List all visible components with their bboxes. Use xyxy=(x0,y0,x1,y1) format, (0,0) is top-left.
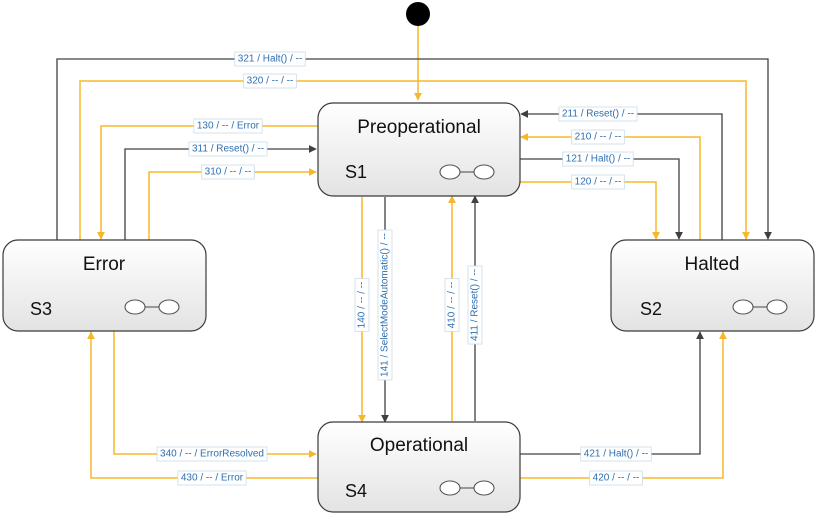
transition-label-310: 310 / -- / -- xyxy=(201,164,255,180)
transition-label-text: 411 / Reset() / -- xyxy=(470,269,481,341)
transition-label-text: 410 / -- / -- xyxy=(447,282,458,329)
transition-label-text: 321 / Halt() / -- xyxy=(238,54,302,65)
transition-label-text: 310 / -- / -- xyxy=(205,167,252,178)
state-id: S4 xyxy=(345,481,367,501)
transition-label-430: 430 / -- / Error xyxy=(177,470,247,486)
transition-label-140: 140 / -- / -- xyxy=(354,278,370,332)
transition-label-321: 321 / Halt() / -- xyxy=(234,51,306,67)
composite-state-icon xyxy=(439,164,495,180)
transition-421-line xyxy=(520,331,704,455)
state-preoperational[interactable]: Preoperational S1 xyxy=(317,102,521,197)
transition-label-text: 120 / -- / -- xyxy=(575,177,622,188)
transition-420-line xyxy=(520,331,727,479)
transition-120-line xyxy=(520,181,660,240)
composite-state-icon xyxy=(732,299,788,315)
transition-label-text: 121 / Halt() / -- xyxy=(566,154,630,165)
transition-label-text: 311 / Reset() / -- xyxy=(192,144,264,155)
transition-label-text: 320 / -- / -- xyxy=(247,76,294,87)
transition-label-410: 410 / -- / -- xyxy=(444,278,460,332)
transition-label-text: 421 / Halt() / -- xyxy=(584,449,648,460)
transition-321-line xyxy=(56,58,772,240)
state-name: Error xyxy=(83,254,126,275)
transition-311-line xyxy=(124,145,317,240)
state-name: Operational xyxy=(370,435,468,456)
transition-label-text: 130 / -- / Error xyxy=(197,121,260,132)
transition-label-411: 411 / Reset() / -- xyxy=(467,265,483,345)
transition-label-120: 120 / -- / -- xyxy=(571,174,625,190)
composite-state-icon xyxy=(439,480,495,496)
state-id: S3 xyxy=(30,299,52,319)
transition-label-text: 340 / -- / ErrorResolved xyxy=(160,449,264,460)
state-halted[interactable]: Halted S2 xyxy=(610,239,815,332)
transition-label-text: 420 / -- / -- xyxy=(593,473,640,484)
transition-310-line xyxy=(148,168,317,240)
transition-label-text: 211 / Reset() / -- xyxy=(562,109,634,120)
transition-label-420: 420 / -- / -- xyxy=(589,470,643,486)
transition-label-text: 140 / -- / -- xyxy=(357,282,368,329)
transition-label-340: 340 / -- / ErrorResolved xyxy=(156,446,268,462)
transition-label-210: 210 / -- / -- xyxy=(571,129,625,145)
transition-label-text: 141 / SelectModeAutomatic() / -- xyxy=(380,233,391,377)
transition-label-text: 430 / -- / Error xyxy=(181,473,244,484)
state-operational[interactable]: Operational S4 xyxy=(317,421,521,513)
state-name: Preoperational xyxy=(357,117,481,138)
transition-label-421: 421 / Halt() / -- xyxy=(580,446,652,462)
transition-340-line xyxy=(113,330,317,458)
state-error[interactable]: Error S3 xyxy=(2,239,207,332)
transition-label-141: 141 / SelectModeAutomatic() / -- xyxy=(377,229,393,381)
state-id: S1 xyxy=(345,162,367,182)
composite-state-icon xyxy=(124,299,180,315)
transition-121-line xyxy=(520,158,683,240)
transition-label-text: 210 / -- / -- xyxy=(575,132,622,143)
transition-label-311: 311 / Reset() / -- xyxy=(188,141,268,157)
state-name: Halted xyxy=(685,254,740,275)
transition-label-121: 121 / Halt() / -- xyxy=(562,151,634,167)
transition-320-line xyxy=(79,80,750,240)
transition-label-130: 130 / -- / Error xyxy=(193,118,263,134)
transition-label-211: 211 / Reset() / -- xyxy=(558,106,638,122)
state-id: S2 xyxy=(640,299,662,319)
transition-label-320: 320 / -- / -- xyxy=(243,73,297,89)
initial-state xyxy=(406,2,430,26)
